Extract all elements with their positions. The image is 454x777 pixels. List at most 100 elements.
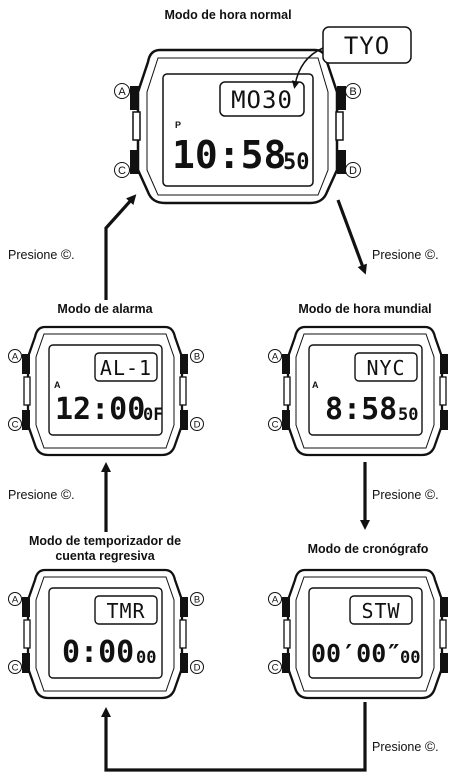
pusher-d[interactable] — [440, 653, 448, 673]
pusher-d[interactable] — [180, 653, 188, 673]
side-guard-left — [283, 376, 291, 406]
button-b-label: B — [349, 86, 356, 98]
pusher-b[interactable] — [180, 597, 188, 617]
button-a-label: A — [12, 595, 19, 606]
button-a-label: A — [118, 86, 126, 98]
button-d-label: D — [349, 165, 357, 177]
button-a-label: A — [272, 352, 279, 363]
pusher-a[interactable] — [282, 597, 290, 617]
press-label-world-to-stopwatch: Presione ©. — [372, 486, 439, 502]
button-d-label: D — [194, 663, 201, 674]
callout-box — [322, 26, 412, 64]
pusher-c[interactable] — [22, 410, 30, 430]
pusher-d[interactable] — [440, 410, 448, 430]
pusher-b[interactable] — [440, 354, 448, 374]
lcd-top-box — [94, 595, 158, 625]
button-c-label: C — [272, 663, 279, 674]
arrow-normal-to-world — [336, 199, 367, 275]
lcd-top-box — [349, 595, 413, 625]
button-d-label-circle — [345, 162, 361, 178]
lcd-top-box — [94, 352, 158, 382]
lcd-top-box — [354, 352, 418, 382]
pm-indicator: P — [175, 120, 181, 130]
arrow-stopwatch-to-timer — [101, 702, 367, 772]
pusher-c[interactable] — [130, 150, 139, 174]
button-b-label-circle — [190, 592, 204, 606]
watch-bezel — [35, 576, 175, 692]
side-guard-right — [179, 376, 187, 406]
pusher-c[interactable] — [282, 410, 290, 430]
pusher-a[interactable] — [22, 597, 30, 617]
watch-timer: Modo de temporizador de cuenta regresiva… — [8, 534, 204, 700]
button-b-label-circle — [190, 349, 204, 363]
side-guard-right — [439, 376, 447, 406]
button-c-label-circle — [268, 417, 282, 431]
pusher-c[interactable] — [282, 653, 290, 673]
button-c-label: C — [12, 420, 19, 431]
side-guard-left — [283, 619, 291, 649]
pusher-d[interactable] — [180, 410, 188, 430]
alarm-indicator: A — [54, 380, 61, 390]
button-d-label-circle — [190, 660, 204, 674]
watch-bezel — [295, 333, 435, 449]
title-normal-time: Modo de hora normal — [164, 8, 291, 22]
press-label-alarm-to-normal: Presione ©. — [8, 246, 75, 262]
button-b-label: B — [194, 595, 200, 606]
watch-bezel — [295, 576, 435, 692]
pusher-c[interactable] — [22, 653, 30, 673]
callout-arrow — [291, 47, 324, 89]
flow-arrows — [101, 194, 370, 772]
lcd-top-text: MO30 — [231, 86, 293, 114]
lcd-top-text: TMR — [106, 599, 145, 623]
watch-bezel — [146, 57, 329, 196]
pusher-d[interactable] — [337, 150, 346, 174]
lcd-top-text: STW — [361, 599, 400, 623]
pusher-b[interactable] — [180, 354, 188, 374]
lcd-time: 12:00 — [55, 392, 145, 427]
button-c-label: C — [272, 420, 279, 431]
button-c-label-circle — [114, 162, 130, 178]
pusher-b[interactable] — [337, 86, 346, 110]
title-timer-line1: Modo de temporizador de — [29, 534, 181, 548]
button-b-label: B — [194, 352, 200, 363]
side-guard-right — [335, 111, 344, 141]
lcd-seconds: 00 — [400, 648, 420, 668]
title-alarm: Modo de alarma — [57, 302, 153, 316]
pusher-a[interactable] — [130, 86, 139, 110]
button-a-label-circle — [8, 349, 22, 363]
title-stopwatch: Modo de cronógrafo — [308, 542, 429, 556]
am-indicator: A — [312, 380, 319, 390]
pusher-b[interactable] — [440, 597, 448, 617]
button-a-label-circle — [268, 592, 282, 606]
button-c-label-circle — [8, 417, 22, 431]
side-guard-left — [23, 619, 31, 649]
watch-alarm: Modo de alarma AL-1 A 12:00 0F A C B D — [8, 302, 204, 457]
pusher-a[interactable] — [282, 354, 290, 374]
button-c-label-circle — [8, 660, 22, 674]
lcd-time: 0:00 — [62, 635, 134, 670]
press-label-stopwatch-to-timer: Presione ©. — [372, 738, 439, 754]
title-world-time: Modo de hora mundial — [298, 302, 431, 316]
lcd-time: 8:58 — [325, 392, 397, 427]
lcd-seconds: 00 — [136, 648, 156, 668]
lcd-time: 00′00″ — [311, 639, 401, 668]
button-a-label: A — [272, 595, 279, 606]
button-c-label-circle — [268, 660, 282, 674]
watch-world-time: Modo de hora mundial NYC A 8:58 50 A C — [268, 302, 448, 457]
lcd-seconds: 50 — [283, 150, 310, 175]
side-guard-left — [23, 376, 31, 406]
watch-stopwatch: Modo de cronógrafo STW 00′00″ 00 A C — [268, 542, 448, 700]
pusher-a[interactable] — [22, 354, 30, 374]
title-timer-line2: cuenta regresiva — [55, 549, 155, 563]
watch-normal-time: Modo de hora normal MO30 P 10:58 50 A C … — [114, 8, 412, 205]
lcd-top-text: AL-1 — [100, 356, 152, 380]
arrow-alarm-to-normal — [104, 194, 137, 300]
button-c-label: C — [118, 165, 126, 177]
lcd-seconds: 0F — [143, 405, 163, 425]
button-d-label: D — [194, 420, 201, 431]
lcd-top-box — [219, 81, 305, 117]
lcd-seconds: 50 — [398, 405, 418, 425]
button-b-label-circle — [345, 83, 361, 99]
button-d-label-circle — [190, 417, 204, 431]
